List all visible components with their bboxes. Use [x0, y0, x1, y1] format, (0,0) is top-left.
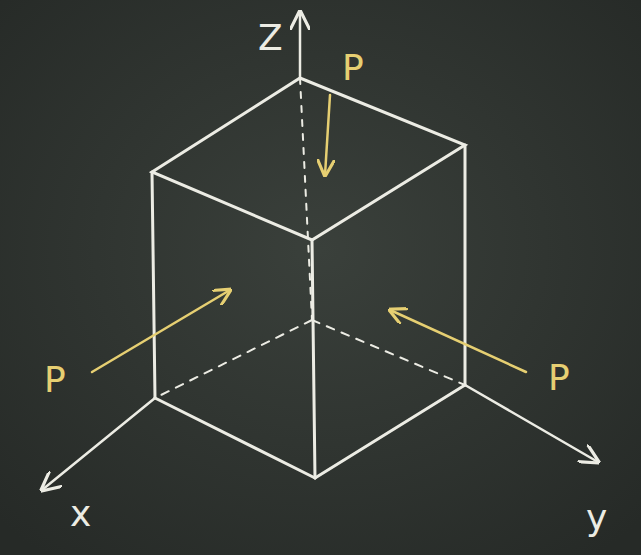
- hidden-edge: [155, 320, 312, 398]
- force-label: P: [44, 362, 66, 398]
- cube-edge: [155, 398, 315, 478]
- axis-label-holder: y: [586, 500, 607, 536]
- force-label-holder: P: [342, 50, 364, 86]
- axis-label: x: [70, 496, 91, 532]
- load-arrows: [92, 95, 526, 372]
- cube: [152, 78, 465, 478]
- force-arrow: [92, 290, 230, 372]
- z-axis: [299, 12, 302, 78]
- force-label-holder: P: [44, 362, 66, 398]
- force-arrow: [390, 310, 526, 372]
- force-label-holder: P: [548, 360, 570, 396]
- axis-label-holder: x: [70, 496, 91, 532]
- axis-label: Z: [258, 20, 283, 56]
- force-label: P: [548, 360, 570, 396]
- cube-edge: [464, 145, 467, 385]
- axis-label: y: [586, 500, 607, 536]
- cube-top-face: [152, 78, 465, 240]
- y-axis: [465, 385, 598, 462]
- cube-edge: [152, 172, 155, 398]
- hidden-edge: [312, 320, 465, 385]
- axis-label-holder: Z: [258, 20, 283, 56]
- axes: [42, 12, 598, 490]
- x-axis: [42, 398, 155, 490]
- cube-edge: [315, 385, 465, 478]
- force-label: P: [342, 50, 364, 86]
- force-arrow: [325, 95, 330, 175]
- cube-edge: [312, 240, 315, 478]
- hidden-edge: [300, 78, 312, 320]
